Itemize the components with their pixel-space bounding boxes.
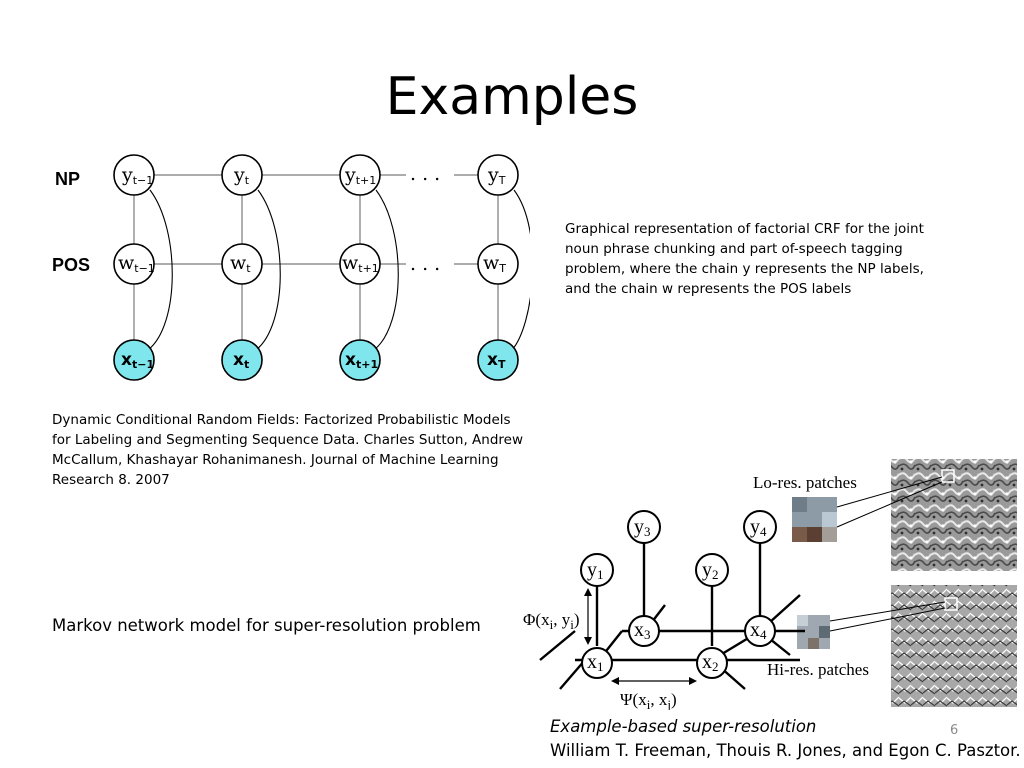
markov-network-diagram: Lo-res. patches Hi-res. patches Φ(xi, yi… — [523, 459, 1017, 710]
svg-text:x4: x4 — [750, 619, 767, 642]
psi-label: Ψ(xi, xj) — [620, 690, 677, 710]
y-x-arc — [147, 189, 173, 351]
svg-text:y3: y3 — [634, 516, 651, 539]
node-x-t: xt — [221, 339, 263, 381]
hires-texture-image — [891, 585, 1017, 707]
node-w-T: wT — [477, 243, 519, 285]
svg-text:yt: yt — [233, 164, 250, 187]
lattice-edge — [539, 630, 576, 661]
row-label-pos: POS — [52, 255, 90, 275]
svg-text:x2: x2 — [702, 651, 719, 674]
node-y-t-minus-1: yt−1 — [113, 154, 155, 196]
node-y2: y2 — [695, 553, 729, 587]
slide-title: Examples — [385, 67, 639, 127]
svg-text:wt+1: wt+1 — [342, 252, 379, 275]
lattice-edge — [559, 659, 586, 690]
lores-label: Lo-res. patches — [753, 473, 857, 492]
node-y-t: yt — [221, 154, 263, 196]
node-y3: y3 — [627, 510, 661, 544]
svg-text:y2: y2 — [702, 559, 719, 582]
crf-caption: Graphical representation of factorial CR… — [565, 221, 924, 297]
node-x3: x3 — [628, 615, 660, 647]
svg-text:yT: yT — [487, 164, 506, 187]
node-y-T: yT — [477, 154, 519, 196]
y-x-arc — [373, 189, 399, 351]
node-x-t-minus-1: xt−1 — [113, 339, 155, 381]
y-x-arc — [255, 189, 281, 351]
psi-arrowhead — [611, 677, 619, 685]
node-x2: x2 — [696, 647, 728, 679]
paper-title: Example-based super-resolution — [550, 717, 817, 736]
svg-text:wt: wt — [230, 252, 251, 275]
ellipsis: . . . — [410, 253, 440, 275]
paper-authors: William T. Freeman, Thouis R. Jones, and… — [550, 741, 1021, 760]
lores-patch-thumbnail — [792, 497, 837, 542]
lores-connector — [836, 476, 943, 508]
hires-connector — [829, 607, 946, 632]
svg-text:wT: wT — [483, 252, 506, 275]
phi-arrowhead — [584, 588, 592, 596]
svg-text:y1: y1 — [587, 559, 604, 582]
row-label-np: NP — [55, 169, 80, 189]
node-x-T: xT — [477, 339, 519, 381]
phi-label: Φ(xi, yi) — [523, 610, 580, 632]
hires-connector — [829, 601, 946, 622]
svg-text:x1: x1 — [587, 651, 604, 674]
svg-text:yt+1: yt+1 — [344, 164, 376, 187]
node-x4: x4 — [744, 615, 776, 647]
svg-text:yt−1: yt−1 — [121, 164, 153, 187]
node-x1: x1 — [581, 647, 613, 679]
node-w-t-minus-1: wt−1 — [113, 243, 155, 285]
svg-text:xt+1: xt+1 — [345, 350, 378, 371]
svg-text:x3: x3 — [634, 619, 651, 642]
phi-arrowhead — [584, 637, 592, 645]
y-x-arc — [511, 189, 530, 351]
node-y1: y1 — [580, 553, 614, 587]
page-number: 6 — [950, 723, 959, 738]
svg-text:wt−1: wt−1 — [118, 252, 155, 275]
node-y4: y4 — [743, 510, 777, 544]
ellipsis: . . . — [410, 163, 440, 185]
node-y-t-plus-1: yt+1 — [339, 154, 381, 196]
markov-caption: Markov network model for super-resolutio… — [52, 616, 481, 635]
lores-patch-marker — [941, 469, 955, 483]
hires-patch-marker — [944, 597, 958, 611]
hires-label: Hi-res. patches — [767, 660, 869, 679]
node-w-t: wt — [221, 243, 263, 285]
svg-text:xT: xT — [487, 350, 506, 371]
node-w-t-plus-1: wt+1 — [339, 243, 381, 285]
node-x-t-plus-1: xt+1 — [339, 339, 381, 381]
svg-text:xt: xt — [233, 350, 249, 371]
svg-text:y4: y4 — [750, 516, 767, 539]
lores-connector — [836, 481, 943, 528]
svg-text:xt−1: xt−1 — [121, 350, 154, 371]
psi-arrowhead — [689, 677, 697, 685]
factorial-crf-diagram: NP POS . . . . . . yt−1 yt yt+1 yT wt− — [52, 154, 530, 381]
crf-citation: Dynamic Conditional Random Fields: Facto… — [52, 412, 524, 488]
